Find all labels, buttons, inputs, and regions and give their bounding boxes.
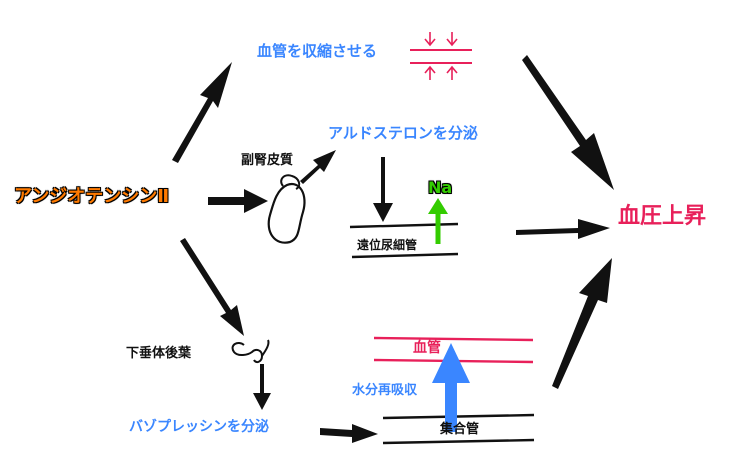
arrow-to-collecting-duct [320, 424, 378, 443]
arrow-aldosterone-to-tubule [373, 157, 393, 222]
kidney-adrenal-icon [267, 174, 306, 244]
vessel-constriction-icon [410, 32, 472, 80]
adrenal-cortex-label: 副腎皮質 [241, 153, 294, 168]
flow-arrows [172, 55, 614, 443]
arrow-to-aldosterone [300, 150, 336, 184]
water-reabsorption-label: 水分再吸収 [352, 383, 418, 398]
distal-tubule-label: 遠位尿細管 [357, 238, 418, 252]
arrow-to-pituitary [180, 238, 244, 336]
arrow-vasoconstriction-to-bp [522, 55, 614, 190]
pituitary-icon [231, 339, 270, 364]
arrow-collecting-to-bp [552, 258, 612, 389]
sodium-reabsorption-arrow [428, 198, 448, 244]
water-reabsorption-arrow [432, 343, 470, 432]
vasoconstriction-label: 血管を収縮させる [257, 42, 378, 60]
angiotensin-label: アンジオテンシンⅡ [14, 186, 170, 207]
vasopressin-label: バゾプレッシンを分泌 [129, 419, 269, 435]
sodium-label: Na [428, 178, 453, 197]
arrow-tubule-to-bp [516, 219, 610, 239]
arrow-to-adrenal [208, 189, 268, 213]
collecting-duct-lines [382, 413, 535, 445]
arrow-to-vasopressin [253, 364, 271, 410]
aldosterone-label: アルドステロンを分泌 [328, 124, 478, 142]
blood-pressure-rise-label: 血圧上昇 [618, 204, 707, 229]
arrow-to-vasoconstriction [172, 62, 232, 163]
blood-vessel-label: 血管 [413, 340, 441, 356]
collecting-duct-label: 集合管 [440, 422, 480, 437]
posterior-pituitary-label: 下垂体後葉 [126, 346, 192, 361]
